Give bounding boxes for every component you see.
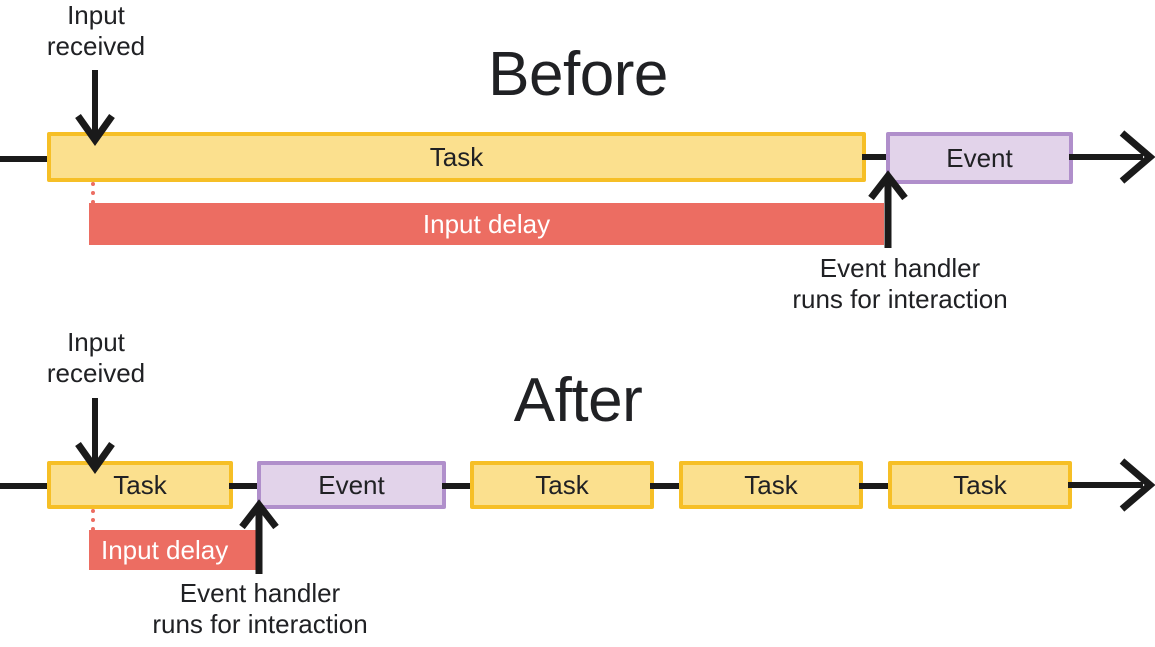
- before-title: Before: [488, 40, 668, 109]
- after-connector-2: [442, 483, 474, 489]
- after-task-box-4[interactable]: Task: [888, 461, 1072, 509]
- after-task-label-4: Task: [953, 470, 1007, 500]
- after-timeline-left-stub: [0, 483, 50, 489]
- after-connector-3: [650, 483, 683, 489]
- after-task-box-3[interactable]: Task: [679, 461, 863, 509]
- before-input-delay-connector: [91, 182, 95, 204]
- before-timeline-end-arrow: [1069, 130, 1155, 184]
- before-task-label: Task: [429, 142, 484, 172]
- after-input-delay-connector: [91, 509, 95, 531]
- before-event-handler-label: Event handler runs for interaction: [792, 253, 1008, 314]
- before-input-delay-bar: Input delay: [89, 203, 884, 245]
- after-input-received-label: Input received: [46, 327, 146, 388]
- after-input-delay-bar: Input delay: [89, 530, 260, 570]
- after-task-box-1[interactable]: Task: [47, 461, 233, 509]
- after-event-label: Event: [318, 470, 385, 500]
- before-input-received-arrow: [75, 70, 115, 147]
- after-task-box-2[interactable]: Task: [470, 461, 654, 509]
- before-event-label: Event: [946, 143, 1013, 173]
- after-event-box[interactable]: Event: [257, 461, 446, 509]
- after-task-label-2: Task: [535, 470, 589, 500]
- before-input-received-label: Input received: [46, 0, 146, 61]
- before-event-box[interactable]: Event: [886, 132, 1073, 184]
- before-task-box[interactable]: Task: [47, 132, 866, 182]
- after-timeline-end-arrow: [1068, 458, 1155, 512]
- after-event-handler-label: Event handler runs for interaction: [152, 578, 368, 639]
- after-input-delay-label: Input delay: [101, 535, 229, 565]
- after-task-label-1: Task: [113, 470, 167, 500]
- after-task-label-3: Task: [744, 470, 798, 500]
- before-timeline-left-stub: [0, 156, 50, 162]
- after-connector-1: [229, 483, 261, 489]
- after-input-received-arrow: [75, 398, 115, 475]
- before-input-delay-label: Input delay: [422, 209, 551, 239]
- before-task-event-connector: [862, 154, 890, 160]
- after-title: After: [513, 366, 643, 435]
- after-connector-4: [859, 483, 892, 489]
